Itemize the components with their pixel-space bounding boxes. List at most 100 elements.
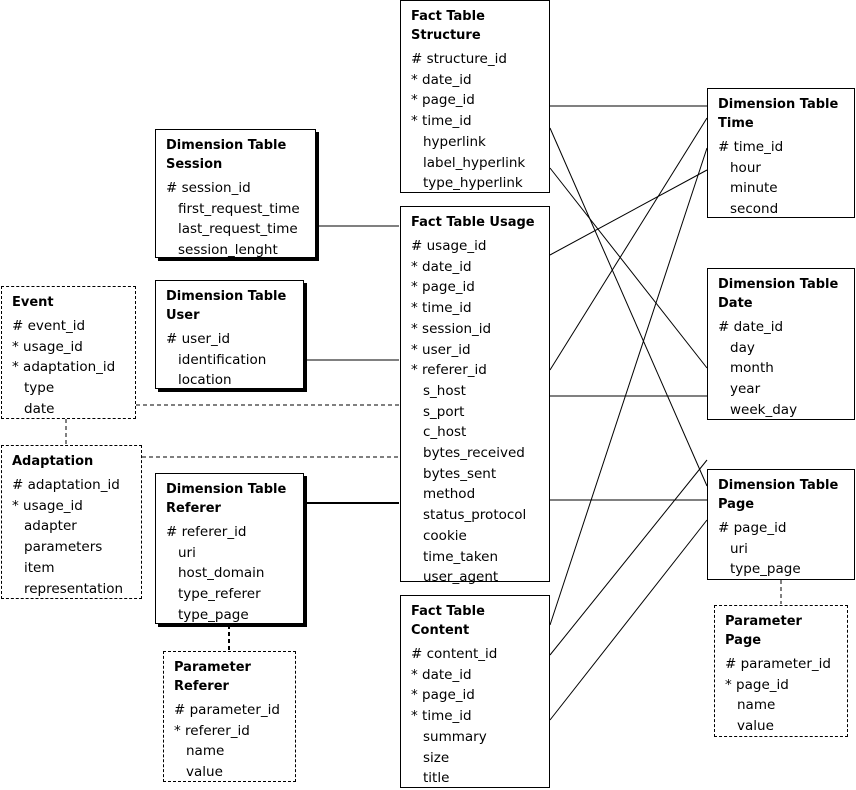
field-hour: hour [730, 159, 761, 176]
field-time-id: * time_id [411, 708, 472, 725]
entity-title: Dimension Table Session [166, 138, 287, 172]
field-type-page: type_page [730, 561, 801, 578]
field-bytes-received: bytes_received [423, 445, 525, 462]
entity-title: Event [12, 295, 54, 310]
field-adapter: adapter [24, 518, 77, 535]
field-location: location [178, 372, 232, 389]
dimension-table-user: Dimension Table User # user_id identific… [155, 280, 304, 389]
field-date-id: # date_id [718, 319, 784, 335]
entity-title: Dimension Table Referer [166, 482, 287, 516]
field-size: size [423, 749, 450, 766]
field-type: type [24, 380, 55, 397]
parameter-page: Parameter Page # parameter_id * page_id … [714, 605, 848, 737]
field-day: day [730, 339, 755, 356]
field-time-id: # time_id [718, 139, 784, 155]
field-label-hyperlink: label_hyperlink [423, 154, 526, 171]
fact-table-usage: Fact Table Usage # usage_id * date_id * … [400, 206, 550, 585]
field-year: year [730, 381, 761, 398]
field-s-port: s_port [423, 403, 465, 420]
dimension-table-referer: Dimension Table Referer # referer_id uri… [155, 473, 304, 624]
entity-title: Adaptation [12, 454, 94, 469]
field-page-id: * page_id [411, 687, 475, 704]
entity-title: Parameter Page [725, 614, 802, 648]
field-usage-id: * usage_id [12, 338, 83, 355]
field-event-id: # event_id [12, 318, 86, 334]
field-month: month [730, 360, 774, 377]
entity-title: Dimension Table Time [718, 97, 839, 131]
field-user-id: # user_id [166, 331, 231, 347]
field-page-id: * page_id [725, 676, 789, 693]
field-date-id: * date_id [411, 71, 472, 88]
field-second: second [730, 201, 779, 218]
field-session-id: # session_id [166, 180, 251, 196]
field-representation: representation [24, 580, 124, 597]
fact-table-content: Fact Table Content # content_id * date_i… [400, 595, 550, 788]
field-date: date [24, 400, 55, 417]
link-structure-page [549, 127, 708, 487]
field-item: item [24, 559, 55, 576]
entity-title: Fact Table Content [411, 604, 485, 638]
link-content-date [549, 459, 708, 656]
field-adaptation-id: # adaptation_id [12, 477, 120, 493]
field-cookie: cookie [423, 527, 467, 544]
dimension-table-page: Dimension Table Page # page_id uri type_… [707, 469, 855, 580]
field-content-id: # content_id [411, 646, 498, 662]
parameter-referer: Parameter Referer # parameter_id * refer… [163, 651, 296, 782]
field-value: value [186, 764, 223, 781]
field-first-request-time: first_request_time [178, 200, 300, 217]
field-host-domain: host_domain [178, 565, 265, 582]
field-name: name [737, 697, 776, 714]
field-hyperlink: hyperlink [423, 133, 486, 150]
entity-title: Dimension Table User [166, 289, 287, 323]
field-c-host: c_host [423, 424, 467, 441]
field-referer-id: * referer_id [174, 722, 250, 739]
field-time-taken: time_taken [423, 548, 499, 565]
field-page-id: # page_id [718, 520, 787, 536]
field-last-request-time: last_request_time [178, 221, 298, 238]
dimension-table-date: Dimension Table Date # date_id day month… [707, 268, 855, 420]
field-parameters: parameters [24, 539, 103, 556]
field-type-page: type_page [178, 606, 249, 623]
field-date-id: * date_id [411, 666, 472, 683]
entity-title: Fact Table Structure [411, 9, 485, 43]
field-method: method [423, 486, 476, 503]
field-session-id: * session_id [411, 320, 492, 337]
field-usage-id: * usage_id [12, 497, 83, 514]
field-parameter-id: # parameter_id [725, 656, 831, 672]
field-referer-id: # referer_id [166, 524, 247, 540]
link-usage-time [549, 117, 708, 371]
adaptation-table: Adaptation # adaptation_id * usage_id ad… [1, 445, 142, 599]
field-user-agent: user_agent [423, 569, 499, 586]
field-week-day: week_day [730, 401, 798, 418]
field-date-id: * date_id [411, 258, 472, 275]
event-table: Event # event_id * usage_id * adaptation… [1, 286, 136, 419]
field-referer-id: * referer_id [411, 362, 487, 379]
link-dimtime-date [549, 169, 708, 256]
field-bytes-sent: bytes_sent [423, 465, 497, 482]
field-type-referer: type_referer [178, 586, 261, 603]
field-s-host: s_host [423, 382, 466, 399]
entity-title: Dimension Table Page [718, 478, 839, 512]
field-minute: minute [730, 180, 778, 197]
field-page-id: * page_id [411, 92, 475, 109]
field-page-id: * page_id [411, 279, 475, 296]
field-session-lenght: session_lenght [178, 242, 278, 259]
field-title: title [423, 770, 450, 787]
dimension-table-session: Dimension Table Session # session_id fir… [155, 129, 316, 258]
field-adaptation-id: * adaptation_id [12, 359, 116, 376]
link-content-time [549, 147, 708, 626]
entity-title: Parameter Referer [174, 660, 251, 694]
field-parameter-id: # parameter_id [174, 702, 280, 718]
field-type-hyperlink: type_hyperlink [423, 175, 523, 192]
field-time-id: * time_id [411, 113, 472, 130]
field-user-id: * user_id [411, 341, 471, 358]
link-content-page [549, 519, 708, 721]
fact-table-structure: Fact Table Structure # structure_id * da… [400, 0, 550, 193]
field-identification: identification [178, 351, 267, 368]
field-usage-id: # usage_id [411, 238, 487, 254]
entity-title: Fact Table Usage [411, 215, 535, 230]
field-structure-id: # structure_id [411, 51, 507, 67]
field-summary: summary [423, 728, 487, 745]
field-uri: uri [178, 544, 196, 561]
